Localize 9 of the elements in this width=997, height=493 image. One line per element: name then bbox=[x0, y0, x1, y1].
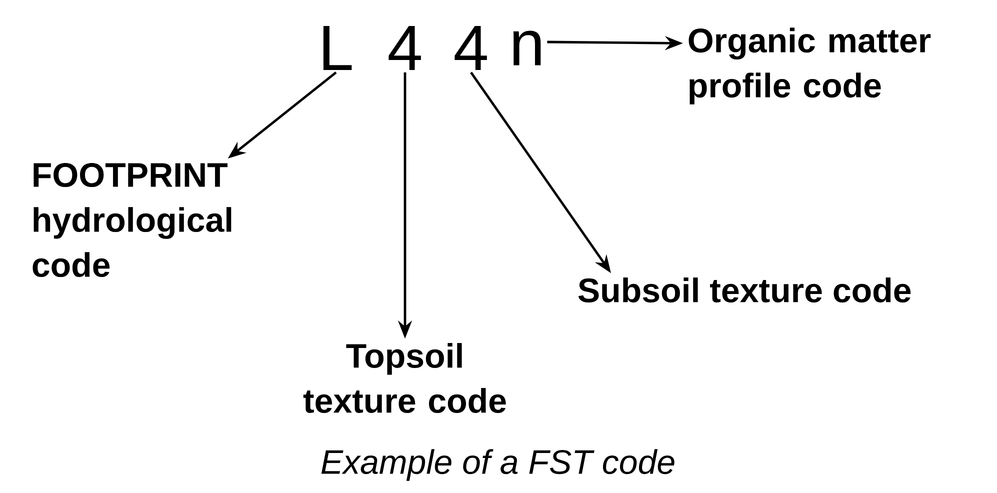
node-label: Subsoil texture code bbox=[578, 278, 911, 302]
code-letter: 4 bbox=[388, 26, 421, 70]
code-letter: L bbox=[323, 26, 352, 70]
node-label: FOOTPRINT hydrological code bbox=[32, 162, 232, 278]
caption: Example of a FST code bbox=[321, 449, 674, 481]
code-letter: 4 bbox=[454, 26, 487, 70]
code-letter: n bbox=[513, 30, 541, 66]
node-label: Topsoil texture code bbox=[303, 343, 506, 413]
node-label: Organic matter profile code bbox=[688, 28, 931, 104]
